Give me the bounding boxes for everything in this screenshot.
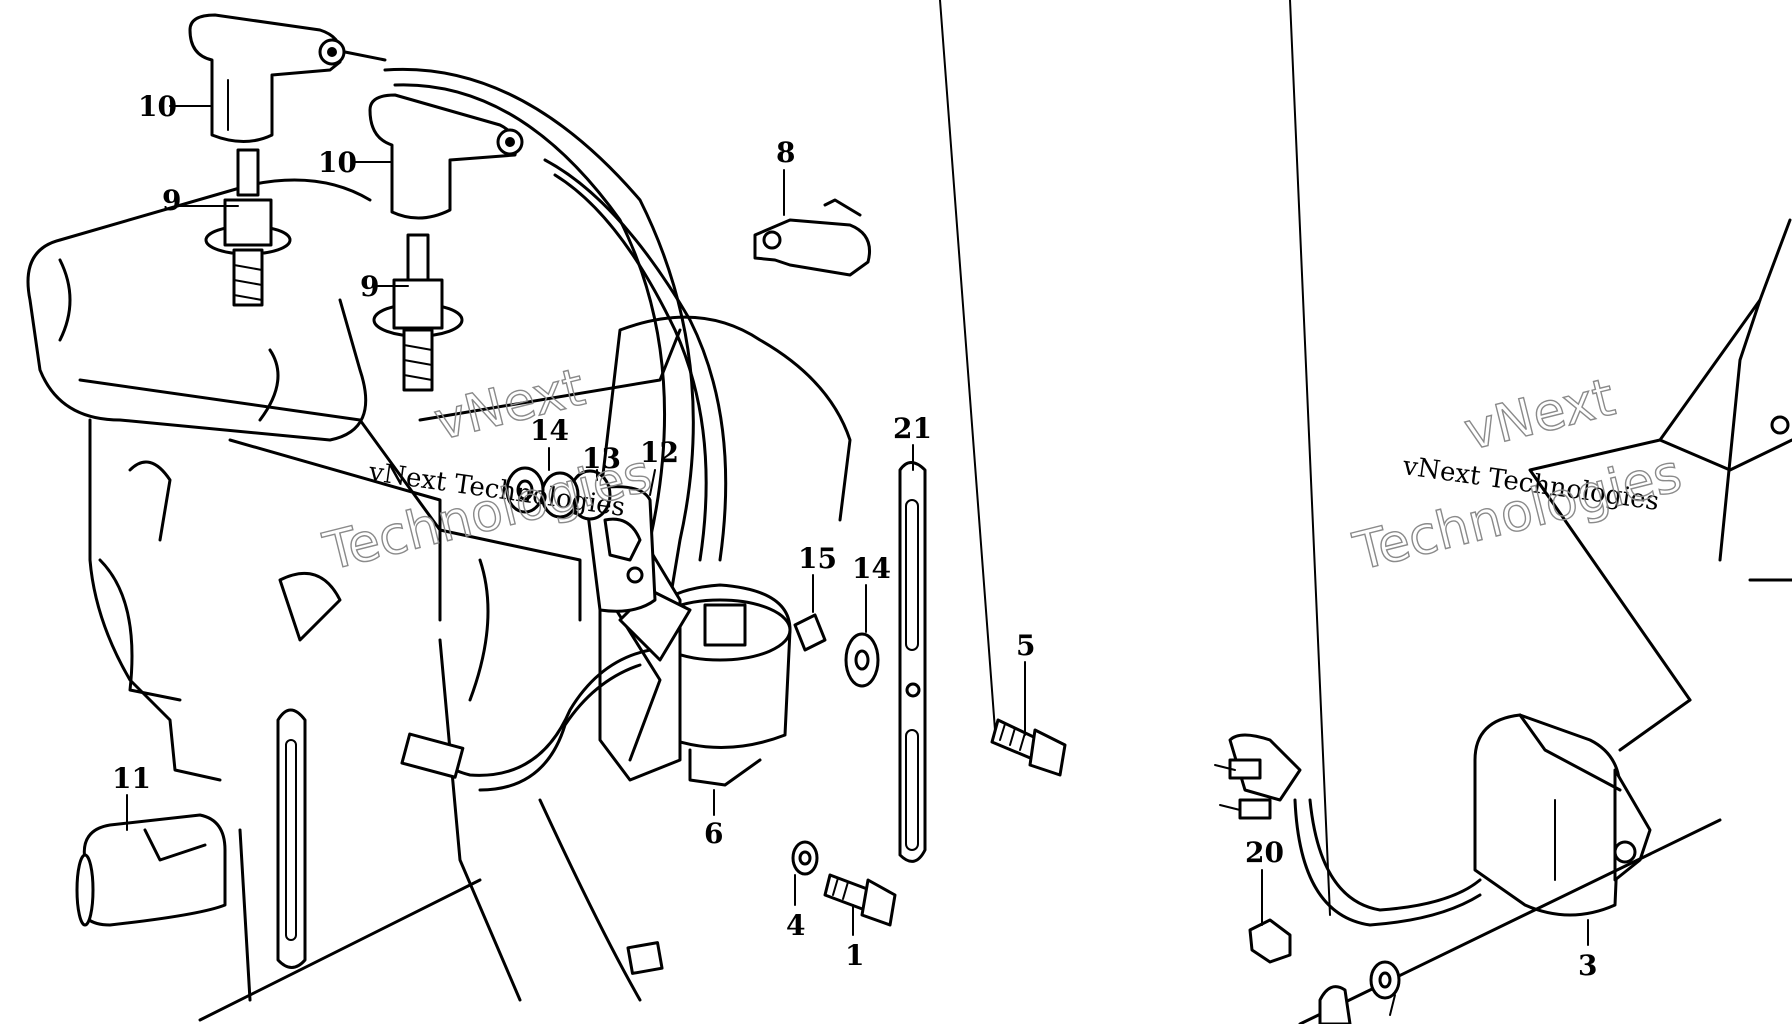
- callout-3: 3: [1578, 949, 1597, 982]
- nut-20: [1248, 0, 1331, 964]
- coil-lead-wire: [400, 648, 664, 1002]
- callout-9a: 9: [162, 184, 181, 217]
- callout-labels: 10 10 9 9 8 14 13 12 21 15 14 5 11 6 4 1…: [112, 90, 1597, 982]
- coil-bracket: [583, 485, 657, 613]
- washer-14b: [844, 632, 880, 688]
- callout-8: 8: [776, 136, 795, 169]
- callout-11: 11: [112, 762, 151, 795]
- callout-13: 13: [582, 442, 621, 475]
- spacer-13: [540, 469, 612, 521]
- callout-14b: 14: [852, 552, 891, 585]
- wire-clamp: [753, 198, 871, 277]
- spark-plug-cap-1: [188, 13, 346, 143]
- mount-hardware: [1298, 818, 1722, 1024]
- spark-plug-cap-2: [368, 93, 524, 220]
- callout-10a: 10: [138, 90, 177, 123]
- spark-plug-1: [204, 148, 292, 307]
- watermark-outline: Technologies: [1348, 444, 1688, 583]
- left-strap: [198, 708, 482, 1022]
- callout-20: 20: [1245, 836, 1284, 869]
- callout-6: 6: [704, 817, 723, 850]
- watermark-outline: vNext: [1459, 368, 1621, 463]
- bolt-1: [823, 873, 897, 927]
- engine-cylinder-head: [26, 178, 852, 1002]
- spark-plug-2: [372, 233, 464, 392]
- frame-bracket: [1528, 218, 1792, 752]
- watermark-right: vNext Technologies vNext Technologies: [1347, 367, 1688, 584]
- callout-5: 5: [1016, 629, 1035, 662]
- callout-1: 1: [845, 939, 864, 972]
- regulator-box: [1473, 713, 1652, 917]
- leader-lines: [126, 105, 1589, 946]
- rubber-cap-11: [75, 813, 227, 927]
- callout-21: 21: [893, 412, 932, 445]
- callout-12: 12: [640, 436, 679, 469]
- harness-connector: [1214, 733, 1482, 927]
- callout-9b: 9: [360, 270, 379, 303]
- high-tension-leads: [343, 50, 728, 602]
- callout-4: 4: [786, 909, 805, 942]
- washer-4: [791, 840, 819, 876]
- callout-14a: 14: [530, 414, 569, 447]
- spacer-15: [793, 613, 827, 652]
- callout-10b: 10: [318, 146, 357, 179]
- bolt-5: [939, 0, 1067, 777]
- callout-15: 15: [798, 542, 837, 575]
- washer-14a: [505, 466, 545, 514]
- mounting-strap: [898, 461, 927, 863]
